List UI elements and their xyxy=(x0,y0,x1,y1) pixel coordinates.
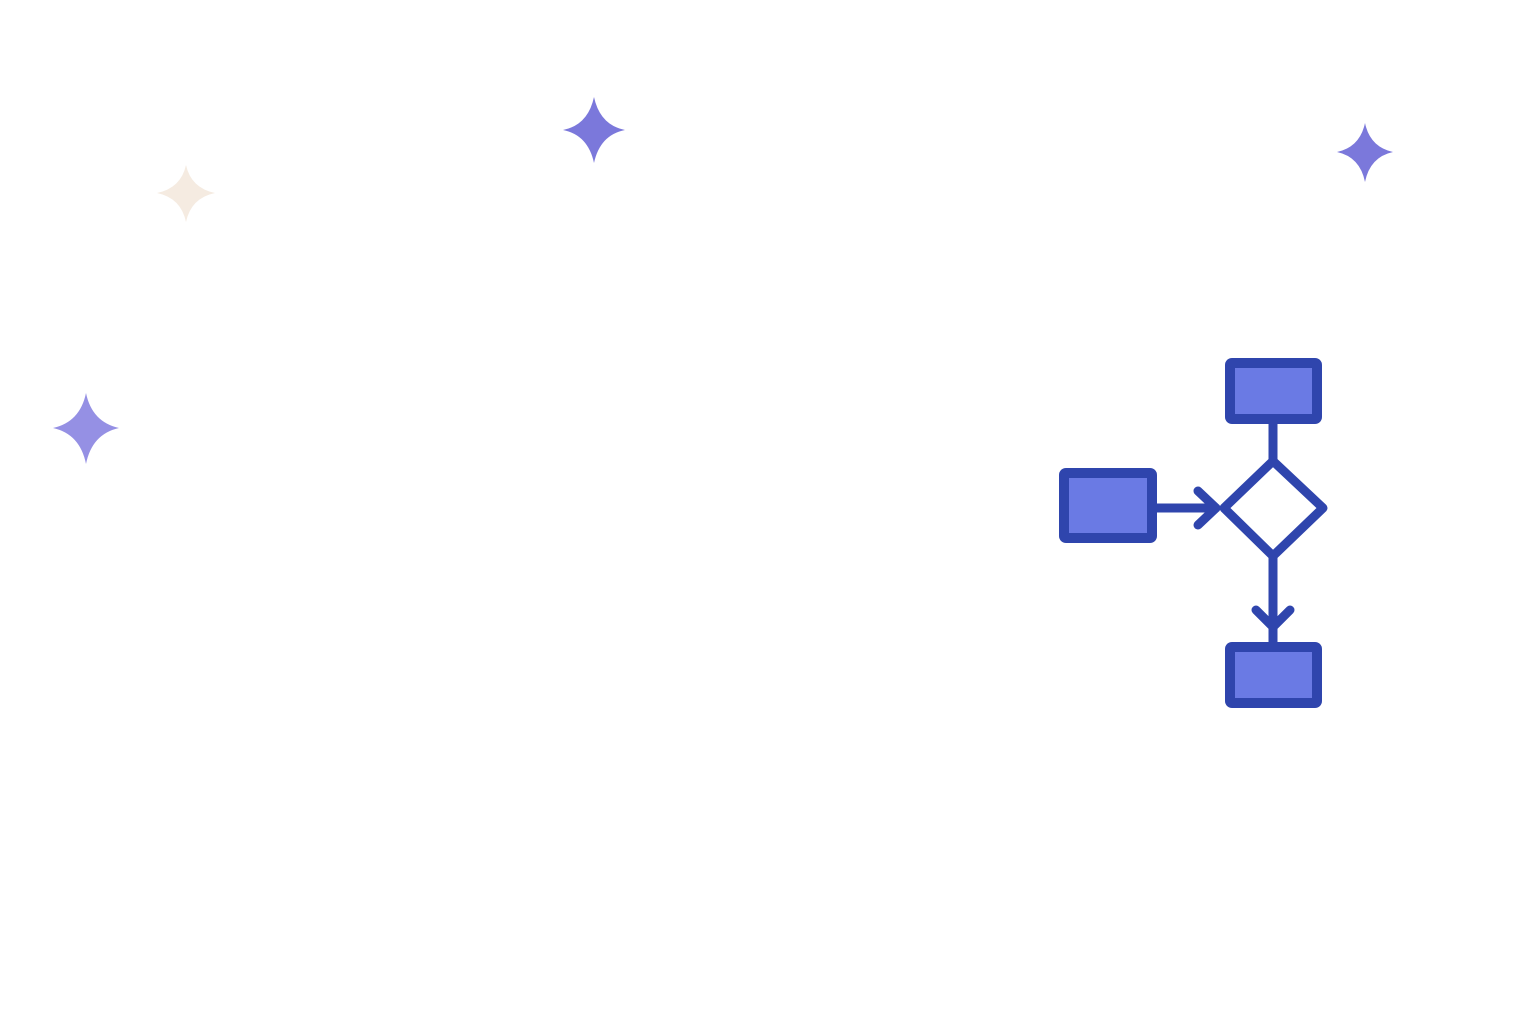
sparkle-icon xyxy=(563,97,625,163)
arrow-icon xyxy=(1193,486,1221,530)
decision-diamond-icon xyxy=(1219,456,1328,561)
sparkle-icon xyxy=(1337,123,1393,182)
sparkle-icon xyxy=(53,393,119,464)
process-box-icon xyxy=(1059,468,1157,543)
flowchart-icon xyxy=(1059,358,1328,708)
sparkle-icon xyxy=(157,165,215,222)
process-box-icon xyxy=(1225,642,1322,708)
arrow-icon xyxy=(1251,605,1295,632)
process-box-icon xyxy=(1225,358,1322,424)
